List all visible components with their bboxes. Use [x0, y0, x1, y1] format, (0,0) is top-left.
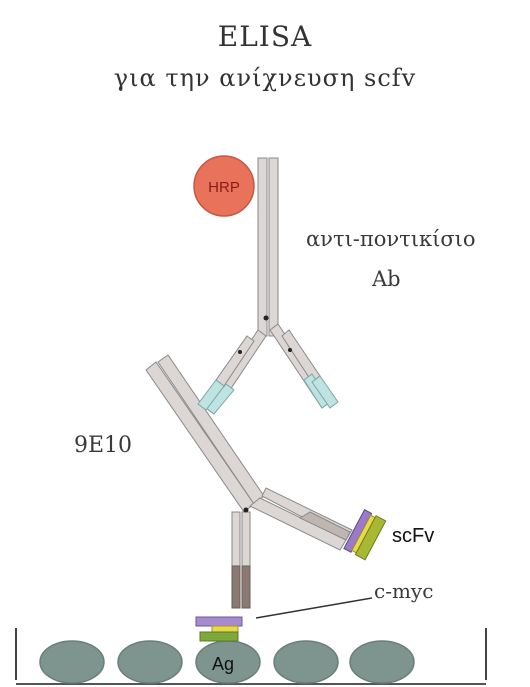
anti-mouse-heavy-left — [258, 158, 267, 336]
cmyc-tag-green — [200, 632, 238, 641]
cmyc-tag-purple — [196, 617, 242, 626]
anti-mouse-right-disulfide — [288, 348, 292, 352]
9e10-hinge-dot — [244, 508, 249, 513]
anti-mouse-hinge-dot — [264, 316, 269, 321]
cmyc-pointer-line — [256, 598, 372, 618]
9e10-stem-dark — [242, 566, 250, 608]
cmyc-label: c-myc — [374, 579, 433, 603]
antigen-label: Ag — [212, 654, 234, 674]
anti-mouse-label-line1: αντι-ποντικίσιο — [306, 227, 476, 251]
scfv-label: scFv — [392, 525, 434, 547]
antigen-ellipse — [350, 641, 414, 683]
scfv-free — [344, 510, 386, 560]
scfv-bound-to-antigen — [196, 617, 242, 641]
9e10-arm-left-outer — [146, 362, 254, 512]
antigen-ellipse — [274, 641, 338, 683]
antigen-ellipse — [40, 641, 104, 683]
anti-mouse-heavy-right — [269, 158, 278, 336]
hrp-enzyme: HRP — [194, 156, 254, 216]
anti-mouse-left-disulfide — [238, 350, 242, 354]
antigen-layer: Ag — [40, 641, 414, 683]
anti-mouse-label-line2: Ab — [371, 267, 401, 291]
antigen-ellipse — [118, 641, 182, 683]
hrp-label: HRP — [208, 179, 240, 196]
9e10-stem-dark — [232, 566, 240, 608]
clone-label: 9E10 — [74, 433, 132, 458]
9e10-arm-left-inner — [158, 355, 264, 504]
